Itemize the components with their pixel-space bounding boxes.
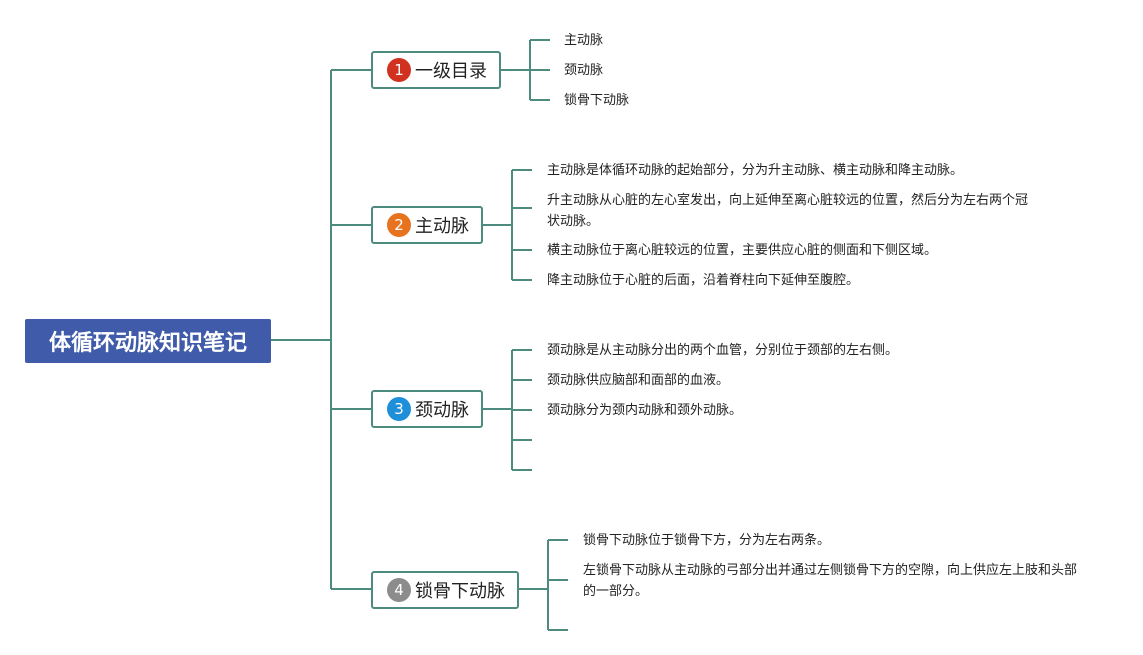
branch-topic-4[interactable]: 4 锁骨下动脉 xyxy=(371,571,519,609)
number-badge-3-icon: 3 xyxy=(387,397,411,421)
root-topic[interactable]: 体循环动脉知识笔记 xyxy=(25,319,271,363)
leaf-2-4[interactable]: 降主动脉位于心脏的后面，沿着脊柱向下延伸至腹腔。 xyxy=(547,273,860,288)
branch-topic-3[interactable]: 3 颈动脉 xyxy=(371,390,483,428)
number-badge-2-icon: 2 xyxy=(387,213,411,237)
number-badge-4-icon: 4 xyxy=(387,578,411,602)
branch-label-3: 颈动脉 xyxy=(415,400,469,421)
branch-label-2: 主动脉 xyxy=(415,216,469,237)
leaf-4-1[interactable]: 锁骨下动脉位于锁骨下方，分为左右两条。 xyxy=(583,533,831,548)
leaf-connector-1 xyxy=(500,39,550,101)
leaf-connector-3 xyxy=(482,349,532,471)
leaf-connector-2 xyxy=(482,169,532,281)
leaf-1-3[interactable]: 锁骨下动脉 xyxy=(564,93,630,108)
leaf-connector-4 xyxy=(518,539,568,631)
leaf-2-3[interactable]: 横主动脉位于离心脏较远的位置，主要供应心脏的侧面和下侧区域。 xyxy=(547,243,938,258)
root-topic-label: 体循环动脉知识笔记 xyxy=(48,331,247,356)
leaf-3-1[interactable]: 颈动脉是从主动脉分出的两个血管，分别位于颈部的左右侧。 xyxy=(547,343,899,358)
branch-topic-2[interactable]: 2 主动脉 xyxy=(371,206,483,244)
leaf-1-1[interactable]: 主动脉 xyxy=(564,33,604,48)
branch-label-4: 锁骨下动脉 xyxy=(415,581,505,602)
leaf-2-2[interactable]: 升主动脉从心脏的左心室发出，向上延伸至离心脏较远的位置，然后分为左右两个冠状动脉… xyxy=(547,193,1029,229)
leaf-2-1[interactable]: 主动脉是体循环动脉的起始部分，分为升主动脉、横主动脉和降主动脉。 xyxy=(547,163,964,178)
number-badge-1-icon: 1 xyxy=(387,58,411,82)
branch-label-1: 一级目录 xyxy=(415,61,487,82)
leaf-3-2[interactable]: 颈动脉供应脑部和面部的血液。 xyxy=(547,373,730,388)
branch-topic-1[interactable]: 1 一级目录 xyxy=(371,51,501,89)
leaf-4-2[interactable]: 左锁骨下动脉从主动脉的弓部分出并通过左侧锁骨下方的空隙，向上供应左上肢和头部的一… xyxy=(583,563,1078,599)
leaf-1-2[interactable]: 颈动脉 xyxy=(564,63,604,78)
leaf-3-3[interactable]: 颈动脉分为颈内动脉和颈外动脉。 xyxy=(547,403,743,418)
